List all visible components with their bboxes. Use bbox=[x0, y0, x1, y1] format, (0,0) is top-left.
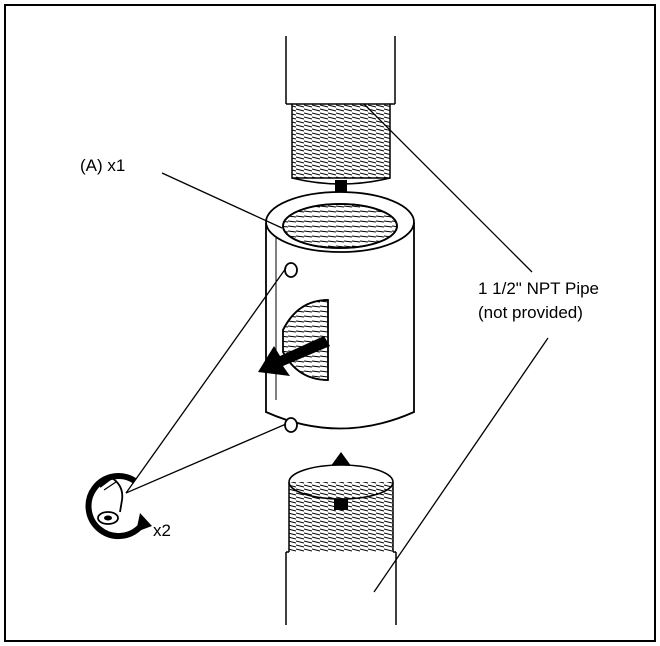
coupler-part-a bbox=[265, 191, 415, 433]
bottom-pipe bbox=[285, 464, 397, 625]
screw-qty-label: x2 bbox=[153, 521, 171, 540]
part-a-label: (A) x1 bbox=[80, 156, 126, 175]
pipe-label-line2: (not provided) bbox=[478, 303, 583, 322]
pipe-label-line1: 1 1/2" NPT Pipe bbox=[478, 279, 600, 298]
leader-lines bbox=[125, 103, 549, 593]
hex-key-icon bbox=[85, 473, 152, 540]
left-arrow-icon bbox=[258, 336, 330, 376]
top-pipe bbox=[285, 36, 396, 185]
